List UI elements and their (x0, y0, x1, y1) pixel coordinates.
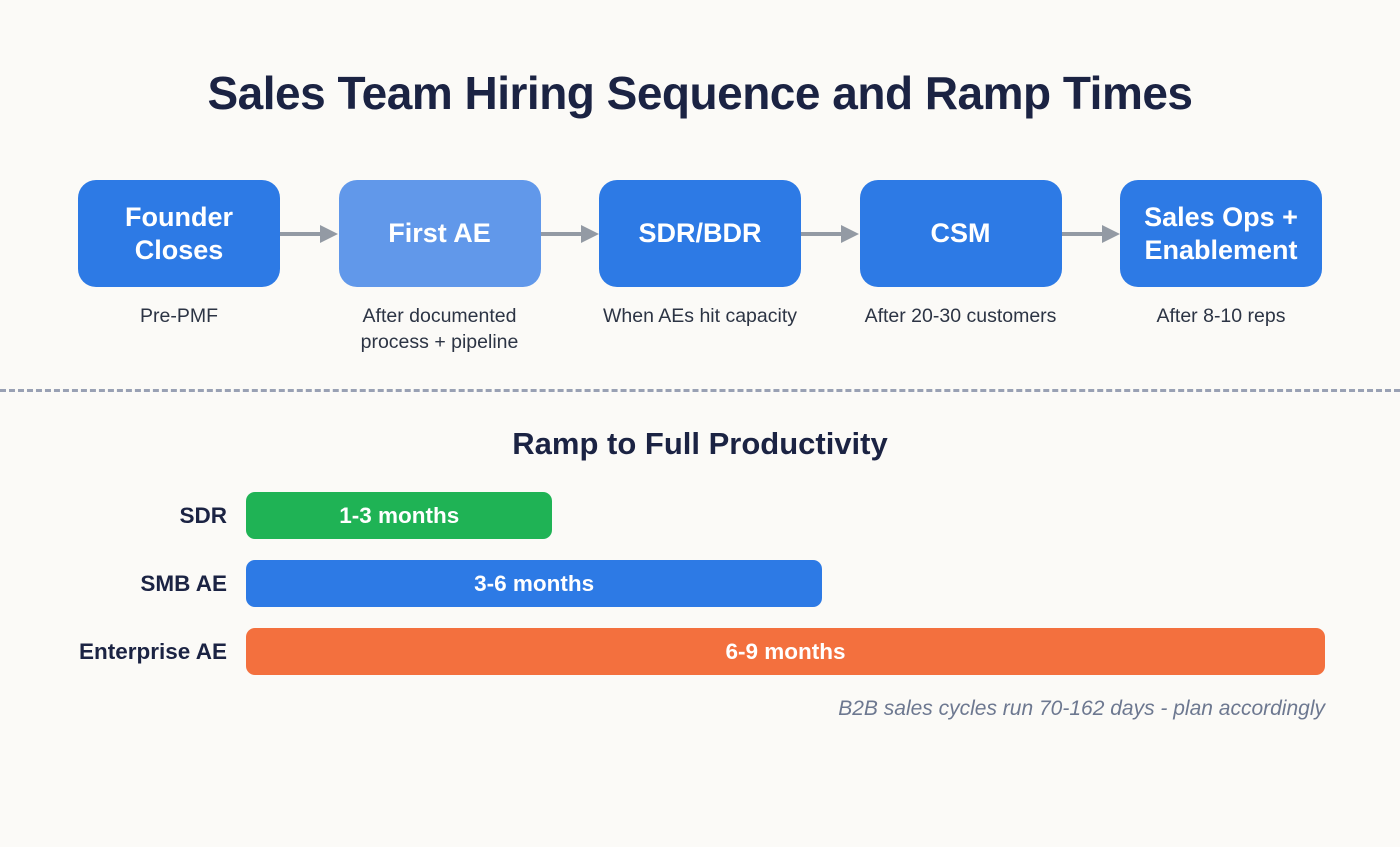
ramp-bar-enterprise-ae: 6-9 months (246, 628, 1325, 676)
arrow-right-icon (540, 224, 599, 243)
chart-row-sdr: SDR 1-3 months (0, 492, 1325, 540)
flow-stage-sdr-bdr: SDR/BDR When AEs hit capacity (599, 180, 801, 329)
footnote: B2B sales cycles run 70-162 days - plan … (838, 697, 1325, 721)
chart-row-smb-ae: SMB AE 3-6 months (0, 560, 1325, 608)
chart-row-label: Enterprise AE (79, 638, 227, 664)
bar-track: 6-9 months (246, 628, 1325, 676)
stage-caption: Pre-PMF (140, 305, 218, 327)
stage-box-label: Founder Closes (125, 202, 233, 265)
infographic-canvas: Sales Team Hiring Sequence and Ramp Time… (0, 66, 1400, 847)
flow-arrow (801, 180, 860, 287)
section-title: Ramp to Full Productivity (512, 426, 888, 462)
page-title: Sales Team Hiring Sequence and Ramp Time… (207, 67, 1193, 119)
flow-stage-csm: CSM After 20-30 customers (859, 180, 1062, 329)
chart-row-enterprise-ae: Enterprise AE 6-9 months (0, 628, 1325, 676)
ramp-bar-sdr: 1-3 months (246, 492, 553, 540)
dashed-divider (0, 389, 1400, 393)
flow-arrow (280, 180, 339, 287)
flow-stage-founder-closes: Founder Closes Pre-PMF (78, 180, 280, 329)
stage-caption: After 8-10 reps (1156, 305, 1286, 327)
flow-arrow (1061, 180, 1121, 287)
arrow-right-icon (801, 224, 860, 243)
stage-box-label: Sales Ops + Enablement (1144, 202, 1298, 265)
stage-caption: After documented process + pipeline (360, 305, 519, 354)
stage-box-sdr-bdr: SDR/BDR (599, 180, 801, 287)
hiring-sequence-flow: Founder Closes Pre-PMF First AE After do… (78, 180, 1322, 355)
flow-stage-first-ae: First AE After documented process + pipe… (338, 180, 541, 355)
arrow-right-icon (1061, 224, 1120, 243)
stage-caption: When AEs hit capacity (602, 305, 797, 327)
bar-value-label: 6-9 months (725, 638, 846, 664)
flow-stage-sales-ops-enablement: Sales Ops + Enablement After 8-10 reps (1120, 180, 1322, 329)
stage-box-founder-closes: Founder Closes (78, 180, 280, 287)
bar-value-label: 1-3 months (339, 502, 460, 528)
stage-caption: After 20-30 customers (864, 305, 1057, 327)
stage-box-sales-ops-enablement: Sales Ops + Enablement (1120, 180, 1322, 287)
arrow-right-icon (280, 224, 339, 243)
ramp-bar-smb-ae: 3-6 months (246, 560, 823, 608)
stage-box-label: CSM (930, 218, 991, 249)
stage-box-label: SDR/BDR (638, 218, 762, 249)
bar-track: 3-6 months (246, 560, 1325, 608)
ramp-productivity-chart: SDR 1-3 months SMB AE 3-6 months Enterpr… (0, 492, 1400, 676)
stage-box-label: First AE (388, 218, 491, 249)
chart-row-label: SMB AE (140, 570, 227, 596)
chart-row-label: SDR (179, 502, 227, 528)
stage-box-csm: CSM (859, 180, 1062, 287)
bar-value-label: 3-6 months (474, 570, 595, 596)
flow-arrow (540, 180, 600, 287)
stage-box-first-ae: First AE (338, 180, 541, 287)
bar-track: 1-3 months (246, 492, 1325, 540)
